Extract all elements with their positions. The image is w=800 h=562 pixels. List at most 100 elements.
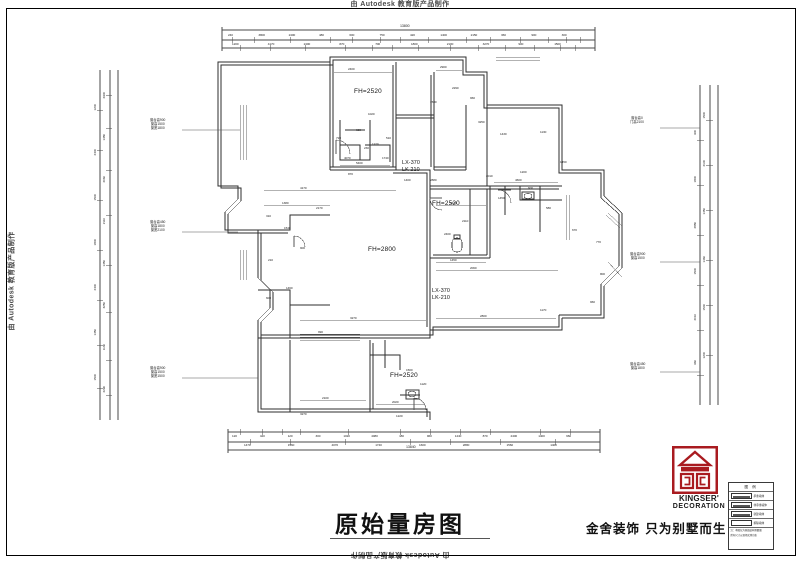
- dimension-value: 210: [268, 258, 273, 262]
- dimension-value: 1450: [560, 160, 567, 164]
- dimension-value: 3250: [478, 120, 485, 124]
- dimension-value: 1500: [406, 368, 413, 372]
- annotation-lx-lk-top: LX-370 LK 210: [402, 160, 420, 175]
- dimension-value: 2400: [510, 434, 517, 438]
- dimension-value: 1450: [498, 196, 505, 200]
- dimension-value: 1200: [93, 104, 97, 111]
- dimension-value: 750: [379, 33, 385, 37]
- dimension-value: 310: [266, 214, 271, 218]
- dimension-value: 5410: [450, 201, 457, 205]
- dimension-value: 510: [386, 136, 391, 140]
- dimension-value: 1450: [450, 258, 457, 262]
- dimension-value: 120: [287, 434, 293, 438]
- legend-row: 拆除墙体: [729, 519, 773, 528]
- dimension-value: 990: [318, 330, 323, 334]
- leader-r2-line2: 窗高1500: [630, 256, 645, 261]
- dimension-value: 1600: [419, 443, 426, 447]
- dimension-value: 1200: [520, 170, 527, 174]
- dimension-value: 2400: [288, 33, 296, 37]
- leader-r3-line2: 窗高1800: [630, 366, 645, 371]
- leader-r2-line1: 窗台高900: [630, 252, 646, 256]
- dimension-value: 2800: [480, 314, 487, 318]
- dimension-value: 2290: [452, 86, 459, 90]
- dimension-value: 420: [259, 434, 265, 438]
- dimension-value: 2400: [93, 149, 97, 156]
- dimension-value: 1450: [702, 208, 706, 215]
- legend-swatch-demolish-wall: [730, 520, 752, 526]
- leader-l3-line2: 窗高1500: [150, 370, 165, 375]
- dimension-value: 1560: [506, 443, 514, 447]
- dimension-value: 1800: [411, 42, 418, 46]
- legend-row: 承重墙体: [729, 492, 773, 501]
- annotation-lk-bottom: LK-210: [432, 295, 450, 302]
- dimension-value: 960: [693, 360, 697, 365]
- dimension-value: 720: [336, 136, 341, 140]
- leader-l1-line3: 窗宽1800: [150, 126, 165, 131]
- legend-label: 非承重墙体: [753, 504, 767, 507]
- dimension-value: 2060: [470, 266, 477, 270]
- room-label-bedroom-top: FH=2520: [354, 88, 382, 95]
- dimension-value: 960: [566, 434, 572, 438]
- legend-header: 图 例: [729, 483, 773, 492]
- leader-l3-line3: 窗宽1500: [150, 374, 165, 379]
- dimension-value: 960: [426, 434, 432, 438]
- dimension-value: 4080: [371, 434, 378, 438]
- dimension-value: 360: [501, 33, 506, 37]
- dimension-value: 2880: [430, 178, 437, 182]
- dim-bottom-overall: 13840: [406, 445, 416, 449]
- leader-annotation-r3: 窗台高450 窗高1800: [630, 362, 645, 370]
- dimension-value: 1800: [93, 239, 97, 246]
- dimension-value: 1450: [102, 260, 106, 267]
- dimension-value: 1380: [282, 201, 289, 205]
- dimension-value: 1200: [702, 352, 706, 359]
- dimension-value: 1170: [540, 308, 547, 312]
- dimension-value: 1500: [430, 100, 437, 104]
- dimension-value: 1380: [102, 134, 106, 141]
- dimension-value: 180: [399, 434, 404, 438]
- dimension-value: 2110: [102, 218, 106, 225]
- dimension-value: 2100: [702, 160, 706, 167]
- dimension-value: 230: [364, 146, 369, 150]
- dimension-value: 1560: [287, 443, 295, 447]
- dimension-value: 2110: [462, 219, 469, 223]
- legend-swatch-bearing-wall: [730, 493, 752, 499]
- logo-brand-name: KINGSER': [679, 494, 719, 503]
- dimension-value: 300: [561, 33, 567, 37]
- room-label-living: FH=2800: [368, 246, 396, 253]
- dimension-value: 2100: [322, 396, 329, 400]
- dimension-value: 600: [266, 296, 271, 300]
- title-underline: [330, 538, 490, 539]
- dimension-value: 2150: [470, 33, 478, 37]
- leader-annotation-r1: 窗台高0 门高2100: [630, 116, 644, 124]
- dimension-value: 1540: [702, 304, 706, 311]
- leader-l2-line1: 窗台高450: [150, 220, 166, 224]
- brand-tagline: 金舍装饰 只为别墅而生: [586, 521, 727, 536]
- leader-annotation-l2: 窗台高450 窗高1800 窗宽2100: [150, 220, 165, 232]
- dimension-value: 2100: [446, 42, 454, 46]
- leader-r1-line2: 门高2100: [630, 120, 644, 125]
- dimension-value: 1460: [286, 286, 293, 290]
- dimension-value: 1800: [693, 176, 697, 183]
- dimension-value: 1020: [368, 112, 375, 116]
- leader-l2-line3: 窗宽2100: [150, 228, 165, 233]
- dimension-value: 770: [596, 240, 601, 244]
- dimension-value: 2020: [392, 400, 399, 404]
- dimension-value: 900: [300, 246, 305, 250]
- leader-l1-line1: 窗台高900: [150, 118, 166, 122]
- dimension-value: 2400: [348, 67, 355, 71]
- dimension-value: 1740: [375, 443, 382, 447]
- dimension-value: 1500: [93, 374, 97, 381]
- leader-annotation-r2: 窗台高900 窗高1500: [630, 252, 645, 260]
- dimension-value: 1450: [93, 329, 97, 336]
- room-label-bedroom-bottom: FH=2520: [390, 372, 418, 379]
- dimension-value: 1430: [500, 132, 507, 136]
- dimension-value: 2400: [93, 284, 97, 291]
- dimension-value: 2060: [102, 176, 106, 183]
- annotation-lk-top: LK 210: [402, 167, 420, 174]
- dimension-value: 2900: [440, 65, 447, 69]
- page-title: 原始量房图: [335, 512, 465, 538]
- dimension-value: 870: [482, 434, 488, 438]
- dimension-value: 240: [228, 33, 233, 37]
- dimension-value: 600: [349, 33, 355, 37]
